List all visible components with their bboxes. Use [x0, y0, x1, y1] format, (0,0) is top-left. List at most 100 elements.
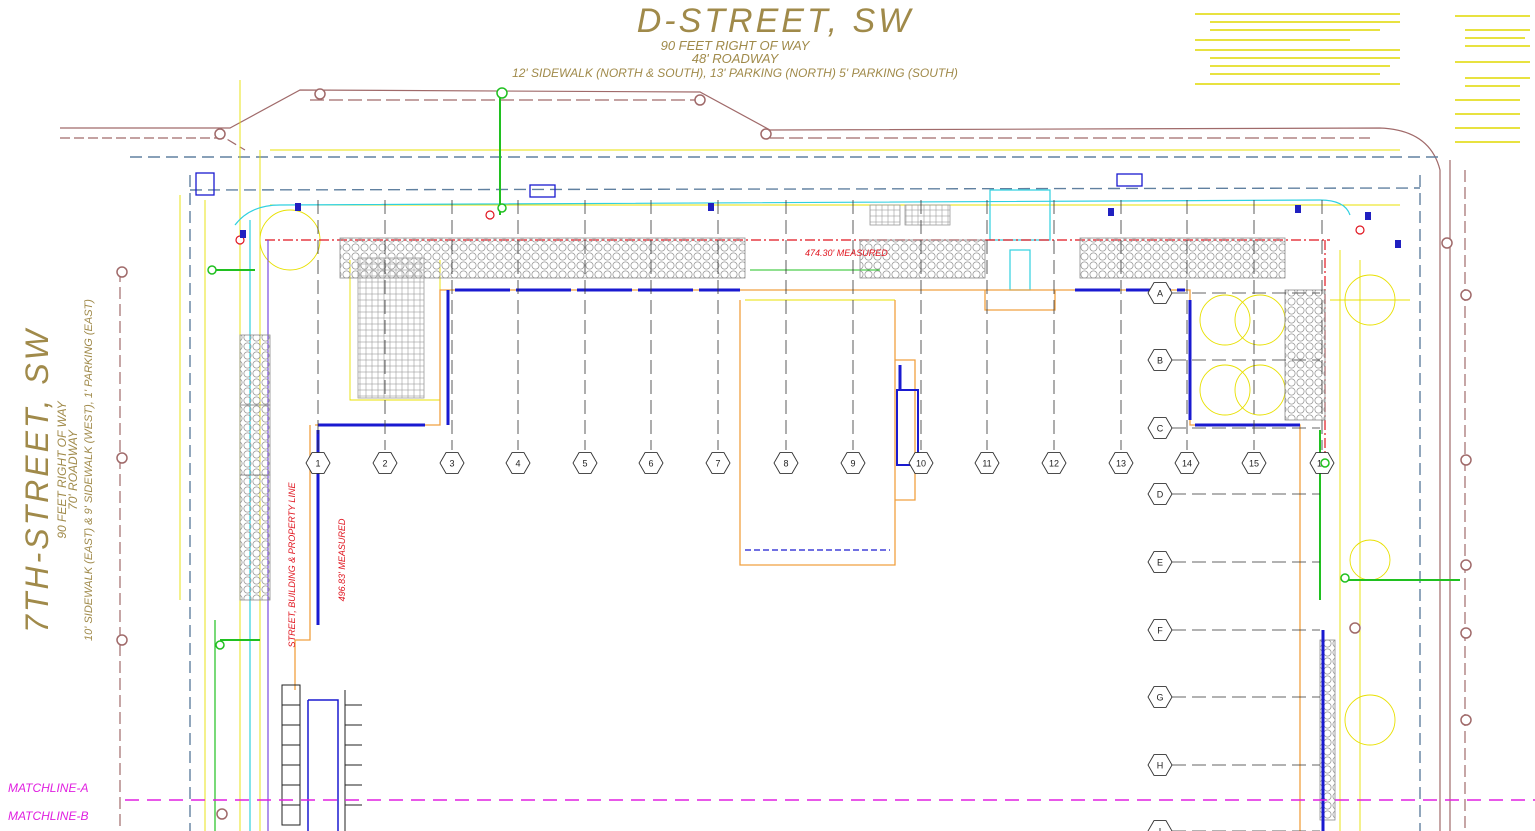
grid-bubble-E-hex — [1147, 551, 1173, 573]
grid-bubble-9: 9 — [840, 452, 866, 474]
grid-bubble-B-hex — [1147, 349, 1173, 371]
utility-nodes — [207, 87, 1350, 650]
vault-grates — [357, 204, 951, 399]
grid-bubble-5-label: 5 — [582, 459, 587, 469]
north-street-titles: D-STREET, SW 90 FEET RIGHT OF WAY 48' RO… — [512, 2, 958, 80]
west-street-titles: 7TH-STREET, SW — [19, 327, 55, 633]
west-measurement: 496.83' MEASURED — [337, 518, 347, 601]
grid-bubble-G-hex — [1147, 686, 1173, 708]
grid-bubble-H-label: H — [1157, 761, 1164, 771]
matchline-a-label: MATCHLINE-A — [8, 781, 88, 795]
structural-grid — [317, 200, 1323, 831]
grid-bubble-11-label: 11 — [982, 459, 991, 469]
grid-bubble-1-label: 1 — [315, 459, 320, 469]
building-walls — [316, 288, 1325, 831]
grid-bubble-H: H — [1147, 754, 1173, 776]
grid-bubble-E-label: E — [1157, 558, 1163, 568]
grid-bubble-11: 11 — [974, 452, 1000, 474]
grid-bubble-12: 12 — [1041, 452, 1067, 474]
grid-bubble-13: 13 — [1108, 452, 1134, 474]
west-property-label-group: STREET, BUILDING & PROPERTY LINE — [287, 482, 297, 648]
north-measurement: 474.30' MEASURED — [805, 248, 888, 258]
grid-bubble-13-label: 13 — [1116, 459, 1126, 469]
blue-dashed-utilities — [130, 156, 1440, 831]
feature-boxes — [195, 172, 1143, 198]
grid-bubble-G: G — [1147, 686, 1173, 708]
grid-bubble-9-hex — [840, 452, 866, 474]
grid-bubbles: 12345678910111213141516ABCDEFGHI — [305, 282, 1335, 831]
grid-bubble-1-hex — [305, 452, 331, 474]
signal-poles — [235, 210, 1365, 245]
grid-bubble-3: 3 — [439, 452, 465, 474]
grid-bubble-9-label: 9 — [850, 459, 855, 469]
grid-bubble-10: 10 — [908, 452, 934, 474]
grid-bubble-A: A — [1147, 282, 1173, 304]
west-street-roadway: 70' ROADWAY — [66, 429, 80, 510]
grid-bubble-14-label: 14 — [1182, 459, 1192, 469]
grid-bubble-4-hex — [505, 452, 531, 474]
west-street-name: 7TH-STREET, SW — [19, 327, 55, 633]
grid-bubble-7-label: 7 — [715, 459, 720, 469]
grid-bubble-F-hex — [1147, 619, 1173, 641]
grid-bubble-I-hex — [1147, 820, 1173, 831]
west-measurement-group: 496.83' MEASURED — [337, 518, 347, 601]
grid-bubble-I-label: I — [1159, 827, 1162, 831]
grid-bubble-14: 14 — [1174, 452, 1200, 474]
west-street-subtitles: 90 FEET RIGHT OF WAY 70' ROADWAY 10' SID… — [55, 299, 95, 641]
grid-bubble-B-label: B — [1157, 356, 1163, 366]
grid-bubble-A-hex — [1147, 282, 1173, 304]
north-street-detail: 12' SIDEWALK (NORTH & SOUTH), 13' PARKIN… — [512, 66, 958, 80]
grid-bubble-11-hex — [974, 452, 1000, 474]
north-street-roadway: 48' ROADWAY — [692, 51, 780, 66]
grid-bubble-D-label: D — [1157, 490, 1164, 500]
yellow-utilities — [179, 80, 1410, 831]
grid-bubble-6-hex — [638, 452, 664, 474]
grid-bubble-E: E — [1147, 551, 1173, 573]
grid-bubble-4-label: 4 — [515, 459, 520, 469]
grid-bubble-2-label: 2 — [382, 459, 387, 469]
grid-bubble-F: F — [1147, 619, 1173, 641]
grid-bubble-13-hex — [1108, 452, 1134, 474]
north-street-name: D-STREET, SW — [637, 2, 914, 40]
grid-bubble-2: 2 — [372, 452, 398, 474]
west-street-detail: 10' SIDEWALK (EAST) & 9' SIDEWALK (WEST)… — [83, 299, 95, 641]
grid-bubble-12-hex — [1041, 452, 1067, 474]
general-notes — [1195, 13, 1530, 143]
grid-bubble-10-hex — [908, 452, 934, 474]
grid-bubble-15-label: 15 — [1249, 459, 1259, 469]
grid-bubble-6: 6 — [638, 452, 664, 474]
grid-bubble-15: 15 — [1241, 452, 1267, 474]
grid-bubble-6-label: 6 — [648, 459, 653, 469]
grid-bubble-5: 5 — [572, 452, 598, 474]
matchline-b-label: MATCHLINE-B — [8, 809, 88, 823]
parking-layout — [281, 684, 362, 831]
grid-bubble-G-label: G — [1156, 693, 1163, 703]
grid-bubble-F-label: F — [1157, 626, 1163, 636]
grid-bubble-7: 7 — [705, 452, 731, 474]
grid-bubble-C-label: C — [1157, 424, 1164, 434]
manholes — [116, 88, 1472, 820]
grid-bubble-A-label: A — [1157, 289, 1163, 299]
grid-bubble-8-label: 8 — [783, 459, 788, 469]
grid-bubble-3-hex — [439, 452, 465, 474]
grid-bubble-I: I — [1147, 820, 1173, 831]
grid-bubble-4: 4 — [505, 452, 531, 474]
grid-bubble-7-hex — [705, 452, 731, 474]
grid-bubble-8: 8 — [773, 452, 799, 474]
green-utilities — [212, 90, 1460, 831]
light-fixtures — [240, 203, 1401, 248]
grid-bubble-H-hex — [1147, 754, 1173, 776]
grid-bubble-D: D — [1147, 483, 1173, 505]
grid-bubble-B: B — [1147, 349, 1173, 371]
grid-bubble-2-hex — [372, 452, 398, 474]
grid-bubble-15-hex — [1241, 452, 1267, 474]
grid-bubble-5-hex — [572, 452, 598, 474]
west-street-row: 90 FEET RIGHT OF WAY — [55, 400, 69, 538]
grid-bubble-1: 1 — [305, 452, 331, 474]
grid-bubble-C: C — [1147, 417, 1173, 439]
grid-bubble-D-hex — [1147, 483, 1173, 505]
grid-bubble-14-hex — [1174, 452, 1200, 474]
grid-bubble-3-label: 3 — [449, 459, 454, 469]
north-street-row: 90 FEET RIGHT OF WAY — [661, 38, 811, 53]
